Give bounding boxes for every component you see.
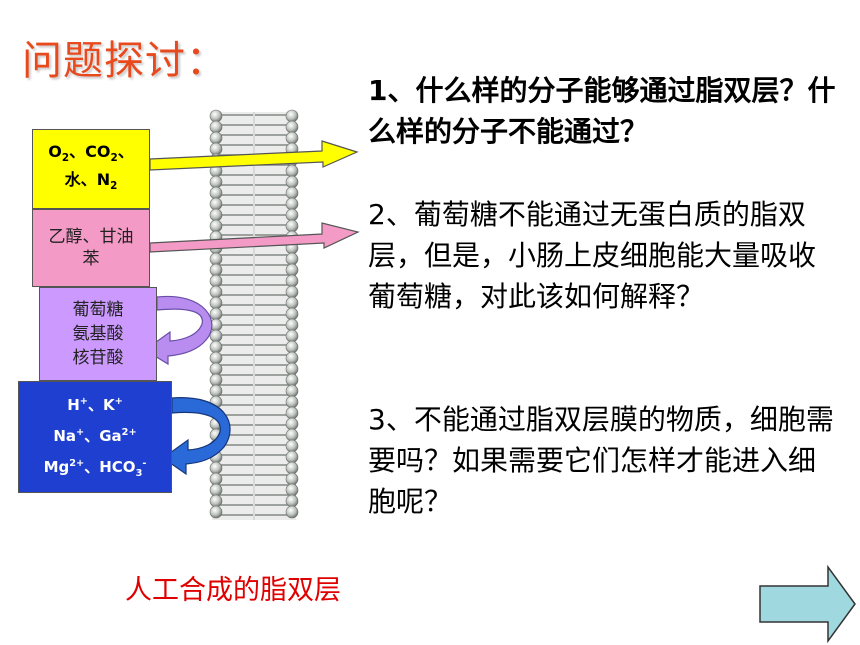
phospholipid-head [285, 274, 299, 288]
bilayer-caption: 人工合成的脂双层 [125, 575, 341, 606]
phospholipid-head [209, 285, 223, 299]
phospholipid-head [209, 252, 223, 266]
organic-line2: 苯 [82, 249, 100, 269]
arrow-organic-pass [149, 222, 360, 253]
phospholipid-head [285, 131, 299, 145]
arrow-gases-pass [149, 140, 359, 171]
arrow-ions-blocked [161, 397, 231, 476]
phospholipid-head [285, 351, 299, 365]
organic-line1: 乙醇、甘油 [48, 227, 134, 247]
phospholipid-head [209, 186, 223, 200]
phospholipid-head [285, 285, 299, 299]
question-2: 2、葡萄糖不能通过无蛋白质的脂双层，但是，小肠上皮细胞能大量吸收葡萄糖，对此该如… [368, 198, 817, 313]
ions-box: H+、K+ Na+、Ga2+ Mg2+、HCO3- [18, 381, 172, 493]
phospholipid-head [285, 428, 299, 442]
arrow-large-blocked [143, 295, 213, 366]
phospholipid-head [209, 175, 223, 189]
phospholipid-head [209, 274, 223, 288]
phospholipid-head [285, 373, 299, 387]
phospholipid-head [285, 340, 299, 354]
ions-line2: Na+、Ga2+ [53, 426, 137, 445]
phospholipid-head [285, 307, 299, 321]
phospholipid-head [285, 252, 299, 266]
phospholipid-head [285, 219, 299, 233]
phospholipid-head [209, 208, 223, 222]
phospholipid-head [209, 373, 223, 387]
gases-line1: O2、CO2、 [48, 141, 134, 164]
phospholipid-head [209, 472, 223, 486]
phospholipid-head [209, 384, 223, 398]
phospholipid-head [285, 494, 299, 508]
phospholipid-head [285, 263, 299, 277]
phospholipid-head [209, 120, 223, 134]
ions-line1: H+、K+ [67, 395, 123, 414]
phospholipid-head [285, 472, 299, 486]
right-arrow-icon[interactable] [759, 564, 856, 644]
phospholipid-head [209, 494, 223, 508]
phospholipid-head [285, 186, 299, 200]
phospholipid-head [285, 329, 299, 343]
phospholipid-head [285, 417, 299, 431]
phospholipid-head [209, 109, 223, 123]
phospholipid-head [209, 362, 223, 376]
phospholipid-head [285, 208, 299, 222]
phospholipid-head [209, 329, 223, 343]
gases-line2: 水、N2 [64, 170, 118, 193]
phospholipid-head [285, 450, 299, 464]
phospholipid-head [209, 351, 223, 365]
phospholipid-head [285, 362, 299, 376]
gases-box: O2、CO2、 水、N2 [32, 129, 150, 209]
phospholipid-head [285, 461, 299, 475]
phospholipid-head [209, 219, 223, 233]
bilayer-membrane [209, 109, 299, 520]
phospholipid-head [285, 296, 299, 310]
phospholipid-head [285, 384, 299, 398]
large-molecules-box: 葡萄糖 氨基酸 核苷酸 [39, 287, 157, 381]
question-3: 3、不能通过脂双层膜的物质，细胞需要吗？如果需要它们怎样才能进入细胞呢？ [368, 403, 834, 518]
phospholipid-head [285, 395, 299, 409]
large-line3: 核苷酸 [72, 348, 124, 368]
phospholipid-head [285, 505, 299, 519]
phospholipid-head [209, 340, 223, 354]
next-slide-button[interactable] [758, 564, 858, 644]
phospholipid-head [209, 142, 223, 156]
phospholipid-head [209, 263, 223, 277]
large-line2: 氨基酸 [72, 324, 124, 344]
phospholipid-head [209, 505, 223, 519]
ions-line3: Mg2+、HCO3- [43, 457, 147, 479]
phospholipid-head [209, 131, 223, 145]
question-1: 1、什么样的分子能够通过脂双层？什么样的分子不能通过？ [368, 74, 836, 148]
phospholipid-head [209, 296, 223, 310]
phospholipid-head [209, 483, 223, 497]
organic-box: 乙醇、甘油 苯 [32, 209, 150, 287]
phospholipid-head [285, 483, 299, 497]
phospholipid-head [285, 120, 299, 134]
phospholipid-head [285, 439, 299, 453]
large-line1: 葡萄糖 [72, 300, 124, 320]
phospholipid-head [285, 406, 299, 420]
phospholipid-head [285, 175, 299, 189]
phospholipid-head [285, 197, 299, 211]
phospholipid-head [285, 164, 299, 178]
phospholipid-head [209, 461, 223, 475]
phospholipid-head [209, 307, 223, 321]
phospholipid-head [285, 318, 299, 332]
phospholipid-head [285, 109, 299, 123]
phospholipid-head [209, 197, 223, 211]
page-title: 问题探讨： [22, 38, 227, 84]
